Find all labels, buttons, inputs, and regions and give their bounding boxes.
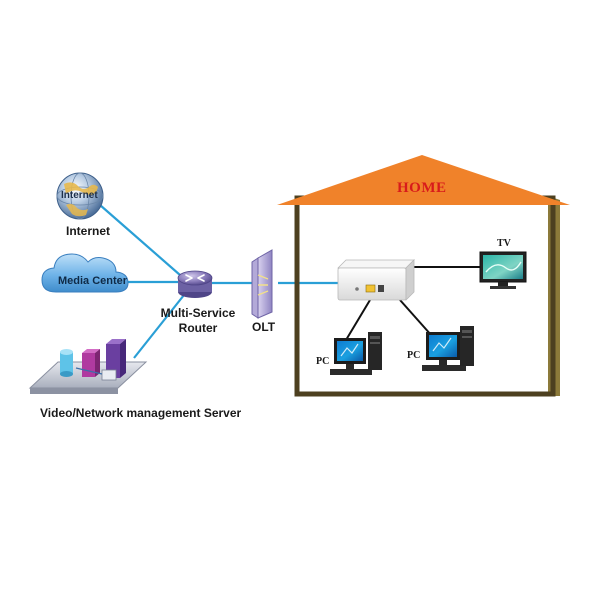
pc-right-label: PC: [407, 350, 421, 361]
router-label: Multi-Service Router: [160, 306, 236, 336]
link-server-router: [133, 294, 185, 359]
media-center-cloud-icon: [41, 253, 129, 293]
media-center-label: Media Center: [58, 275, 128, 287]
home-title: HOME: [397, 180, 447, 196]
tv-label: TV: [497, 238, 511, 249]
house-wall: [294, 195, 556, 397]
olt-label: OLT: [252, 320, 276, 334]
pc-left-icon: [330, 332, 382, 375]
tv-icon: [479, 251, 527, 289]
olt-device-icon: [251, 249, 273, 319]
link-internet-router: [99, 204, 181, 276]
internet-globe-icon: [56, 172, 104, 220]
pc-right-icon: [422, 326, 474, 371]
connection-links: [99, 204, 338, 359]
home-links: [345, 266, 480, 341]
pc-left-label: PC: [316, 356, 330, 367]
link-ont-pc-left: [345, 299, 371, 341]
home-house: [277, 155, 570, 397]
management-server-icon: [28, 339, 148, 394]
internet-globe-text: Internet: [61, 190, 98, 201]
router-label-line1: Multi-Service: [160, 306, 236, 320]
multi-service-router-icon: [177, 270, 213, 298]
server-label: Video/Network management Server: [40, 406, 242, 420]
house-roof: [277, 155, 570, 205]
internet-label: Internet: [66, 224, 111, 238]
ont-gateway-icon: [337, 259, 415, 301]
link-ont-pc-right: [399, 299, 433, 337]
router-label-line2: Router: [178, 321, 218, 335]
